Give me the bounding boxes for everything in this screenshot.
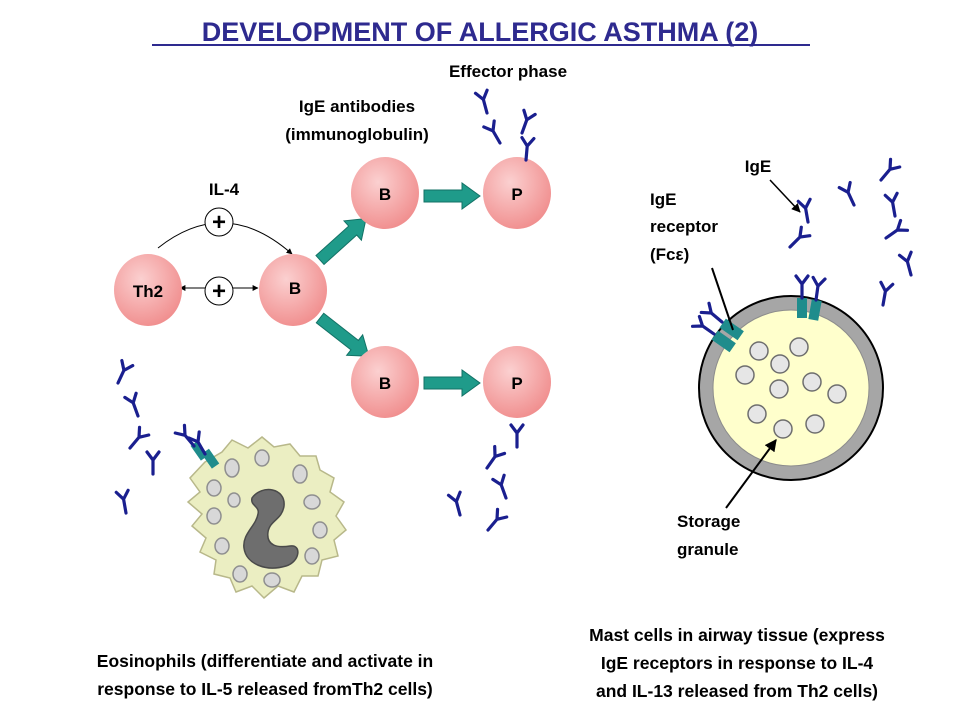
eosinophil-receptors (173, 423, 220, 469)
antibody-group-top (473, 88, 537, 163)
eosinophil-cell (173, 423, 348, 600)
eosinophil-caption-2: response to IL-5 released fromTh2 cells) (97, 679, 433, 699)
antibody-group-left (110, 358, 161, 516)
p-cell-bottom: P (483, 346, 551, 418)
b-cell-bottom: B (351, 346, 419, 418)
receptor-pointer (711, 267, 734, 331)
il4-label: IL-4 (209, 180, 240, 199)
receptor-fc-prefix: (Fc (650, 245, 676, 264)
arrow-b-to-b-top (315, 217, 367, 266)
storage-granule-label-2: granule (677, 540, 738, 559)
storage-granules (735, 337, 847, 439)
mast-caption-1: Mast cells in airway tissue (express (589, 625, 885, 645)
receptor-label-1: IgE (650, 190, 676, 209)
ige-antibodies-label-2: (immunoglobulin) (285, 125, 429, 144)
receptor-label-3: (Fcε) (650, 245, 689, 264)
b-label-top: B (379, 185, 391, 204)
mast-cell (690, 274, 884, 481)
th2-cell: Th2 (114, 254, 182, 326)
b-label-center: B (289, 279, 301, 298)
receptor-fc-suffix: ) (684, 245, 690, 264)
b-label-bottom: B (379, 374, 391, 393)
antibody-group-bottom (446, 423, 525, 536)
th2-label: Th2 (133, 282, 163, 301)
page-title: DEVELOPMENT OF ALLERGIC ASTHMA (2) (202, 17, 759, 47)
antibody-group-right (784, 157, 919, 308)
arrow-b-to-p-top (423, 182, 481, 210)
storage-granule-pointer (725, 439, 777, 509)
eosinophil-caption-1: Eosinophils (differentiate and activate … (97, 651, 433, 671)
mast-cell-receptors (690, 274, 827, 353)
ige-label: IgE (745, 157, 771, 176)
mast-caption-2: IgE receptors in response to IL-4 (601, 653, 874, 673)
ige-pointer (769, 179, 801, 213)
ige-antibodies-label-1: IgE antibodies (299, 97, 415, 116)
p-label-bottom: P (511, 374, 522, 393)
p-cell-top: P (483, 157, 551, 229)
b-cell-center: B (259, 254, 327, 326)
plus-circle-bottom: + (204, 276, 234, 306)
effector-phase-label: Effector phase (449, 62, 567, 81)
mast-caption-3: and IL-13 released from Th2 cells) (596, 681, 878, 701)
plus-sign-top: + (212, 209, 226, 236)
eosinophil-granules (206, 449, 328, 588)
storage-granule-label-1: Storage (677, 512, 740, 531)
receptor-epsilon: ε (676, 245, 684, 264)
arrow-b-to-p-bottom (423, 369, 481, 397)
receptor-label-2: receptor (650, 217, 718, 236)
arrow-b-to-b-bottom (315, 312, 370, 357)
eosinophil-nucleus (243, 488, 299, 569)
plus-sign-bottom: + (212, 278, 226, 305)
p-label-top: P (511, 185, 522, 204)
plus-circle-top: + (204, 207, 234, 237)
b-cell-top: B (351, 157, 419, 229)
